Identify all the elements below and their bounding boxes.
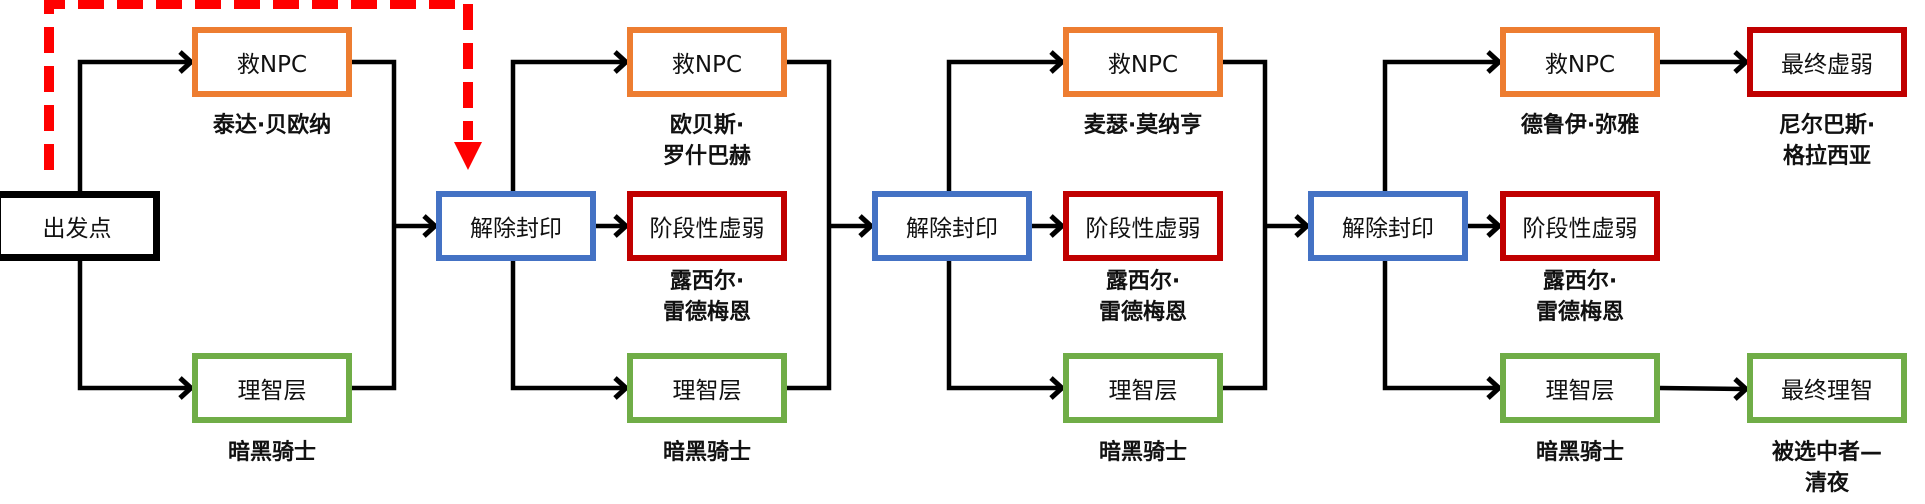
final-weakness-node: 最终虚弱	[1747, 27, 1907, 97]
npc-caption-0-line: 泰达·贝欧纳	[212, 113, 332, 138]
final-sanity-node: 最终理智	[1747, 353, 1907, 423]
rescue-npc-node-1-label: 救NPC	[671, 52, 743, 78]
final-weakness-node-label: 最终虚弱	[1781, 52, 1873, 78]
unseal-node-2: 解除封印	[872, 191, 1032, 261]
rescue-npc-node-3: 救NPC	[1500, 27, 1660, 97]
arrow-head-icon	[1486, 376, 1503, 400]
arrow-head-icon	[1049, 376, 1066, 400]
rescue-npc-node-1: 救NPC	[627, 27, 787, 97]
arrow-head-icon	[1486, 50, 1503, 74]
arrow-head-icon	[178, 50, 195, 74]
npc-caption-0: 泰达·贝欧纳	[152, 110, 392, 141]
final-sanity-caption-line: 被选中者—	[1771, 440, 1882, 465]
loop-arrow-dashed	[44, 0, 473, 170]
connector-to-sanity-3	[1382, 261, 1498, 391]
weakness-node-1-label: 阶段性虚弱	[649, 216, 765, 242]
npc-caption-1-line: 欧贝斯·	[669, 113, 745, 138]
connector-to-sanity-1	[510, 261, 625, 391]
npc-caption-3-line: 德鲁伊·弥雅	[1520, 113, 1640, 138]
final-sanity-node-label: 最终理智	[1781, 378, 1873, 404]
arrow-head-icon	[1486, 214, 1503, 238]
connector-to-npc-2	[946, 59, 1061, 191]
weakness-caption-3-line: 雷德梅恩	[1535, 300, 1624, 325]
sanity-node-1: 理智层	[627, 353, 787, 423]
sanity-caption-3: 暗黑骑士	[1460, 437, 1700, 468]
arrow-head-icon	[858, 214, 875, 238]
connector-to-npc-0	[77, 59, 190, 191]
sanity-node-0-label: 理智层	[237, 378, 307, 404]
final-weakness-caption: 尼尔巴斯· 格拉西亚	[1707, 110, 1925, 172]
weakness-caption-1: 露西尔· 雷德梅恩	[587, 266, 827, 328]
sanity-node-3: 理智层	[1500, 353, 1660, 423]
weakness-node-2: 阶段性虚弱	[1063, 191, 1223, 261]
loop-arrow-head-icon	[454, 142, 482, 170]
sanity-caption-1: 暗黑骑士	[587, 437, 827, 468]
weakness-caption-2-line: 露西尔·	[1105, 269, 1181, 294]
arrow-head-icon	[613, 214, 630, 238]
connector-to-npc-1	[510, 59, 625, 191]
arrow-head-icon	[1294, 214, 1311, 238]
connector-to-final-sanity	[1659, 385, 1746, 392]
weakness-caption-3-line: 露西尔·	[1542, 269, 1618, 294]
weakness-caption-2-line: 雷德梅恩	[1098, 300, 1187, 325]
npc-caption-1: 欧贝斯· 罗什巴赫	[587, 110, 827, 172]
final-sanity-caption-line: 清夜	[1804, 471, 1849, 496]
connector-to-sanity-2	[946, 261, 1061, 391]
unseal-node-3: 解除封印	[1308, 191, 1468, 261]
npc-caption-2: 麦瑟·莫纳亨	[1023, 110, 1263, 141]
rescue-npc-node-2-label: 救NPC	[1107, 52, 1179, 78]
rescue-npc-node-0: 救NPC	[192, 27, 352, 97]
weakness-node-1: 阶段性虚弱	[627, 191, 787, 261]
sanity-caption-1-line: 暗黑骑士	[662, 440, 751, 465]
weakness-caption-1-line: 雷德梅恩	[662, 300, 751, 325]
arrow-head-icon	[178, 376, 195, 400]
rescue-npc-node-2: 救NPC	[1063, 27, 1223, 97]
weakness-node-3: 阶段性虚弱	[1500, 191, 1660, 261]
sanity-caption-0: 暗黑骑士	[152, 437, 392, 468]
arrow-head-icon	[422, 214, 439, 238]
sanity-caption-0-line: 暗黑骑士	[227, 440, 316, 465]
sanity-node-2-label: 理智层	[1108, 378, 1178, 404]
final-weakness-caption-line: 尼尔巴斯·	[1778, 113, 1876, 138]
arrow-head-icon	[613, 50, 630, 74]
weakness-caption-1-line: 露西尔·	[669, 269, 745, 294]
arrow-head-icon	[1049, 50, 1066, 74]
connector-to-npc-3	[1382, 59, 1498, 191]
sanity-node-2: 理智层	[1063, 353, 1223, 423]
sanity-node-1-label: 理智层	[672, 378, 742, 404]
weakness-caption-3: 露西尔· 雷德梅恩	[1460, 266, 1700, 328]
weakness-node-3-label: 阶段性虚弱	[1522, 216, 1638, 242]
unseal-node-1: 解除封印	[436, 191, 596, 261]
arrow-head-icon	[1049, 214, 1066, 238]
weakness-node-2-label: 阶段性虚弱	[1085, 216, 1201, 242]
unseal-node-1-label: 解除封印	[470, 216, 562, 242]
sanity-node-0: 理智层	[192, 353, 352, 423]
start-node: 出发点	[0, 191, 160, 261]
weakness-caption-2: 露西尔· 雷德梅恩	[1023, 266, 1263, 328]
arrow-head-icon	[613, 376, 630, 400]
arrow-head-icon	[1733, 50, 1750, 74]
sanity-caption-3-line: 暗黑骑士	[1535, 440, 1624, 465]
npc-caption-2-line: 麦瑟·莫纳亨	[1083, 113, 1203, 138]
rescue-npc-node-0-label: 救NPC	[236, 52, 308, 78]
sanity-caption-2-line: 暗黑骑士	[1098, 440, 1187, 465]
arrow-head-icon	[1733, 377, 1750, 401]
final-weakness-caption-line: 格拉西亚	[1782, 144, 1871, 169]
final-sanity-caption: 被选中者— 清夜	[1707, 437, 1925, 499]
unseal-node-3-label: 解除封印	[1342, 216, 1434, 242]
unseal-node-2-label: 解除封印	[906, 216, 998, 242]
connector-to-sanity-0	[77, 261, 190, 391]
sanity-caption-2: 暗黑骑士	[1023, 437, 1263, 468]
start-node-label: 出发点	[42, 216, 112, 242]
npc-caption-1-line: 罗什巴赫	[662, 144, 751, 169]
npc-caption-3: 德鲁伊·弥雅	[1460, 110, 1700, 141]
rescue-npc-node-3-label: 救NPC	[1544, 52, 1616, 78]
sanity-node-3-label: 理智层	[1545, 378, 1615, 404]
